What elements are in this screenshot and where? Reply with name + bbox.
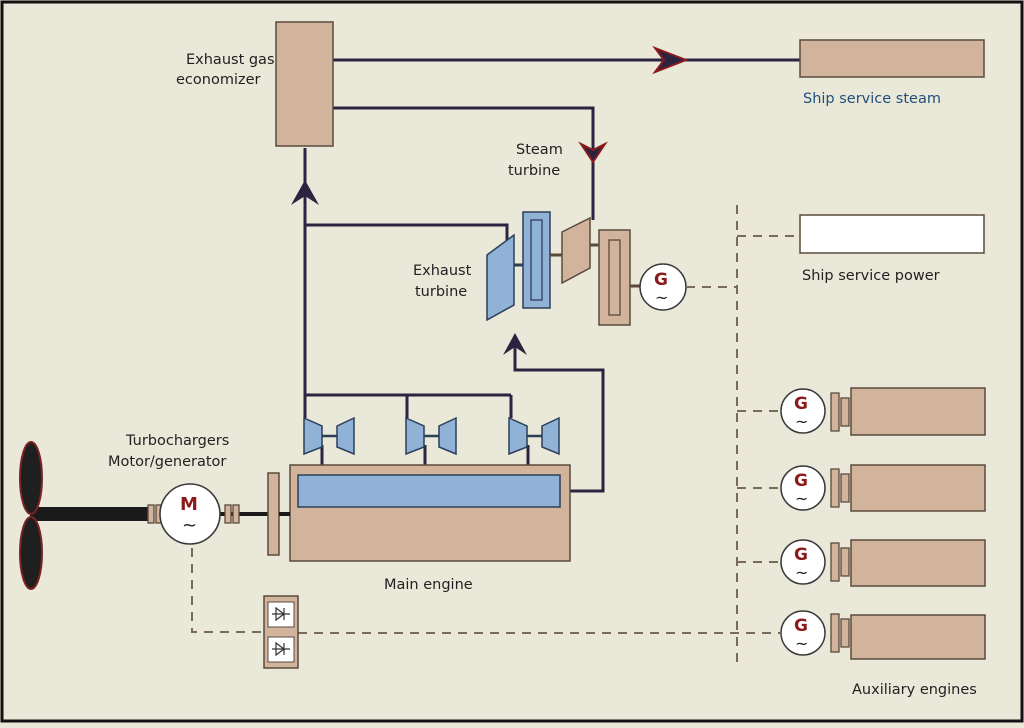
aux-coupling-1b [840, 397, 850, 427]
exhaust-turbine-label-1: Exhaust [413, 263, 472, 279]
exhaust-turbine-gearbox [522, 211, 551, 309]
aux-generator-2 [780, 465, 826, 511]
aux-generator-1 [780, 388, 826, 434]
aux-coupling-4 [830, 613, 840, 653]
aux-generator-3-symbol: G [794, 545, 808, 565]
exhaust-gas-economizer [275, 21, 334, 147]
motor-generator-label: Motor/generator [108, 454, 226, 470]
motor-tilde: ~ [182, 515, 197, 536]
auxiliary-engines-label: Auxiliary engines [852, 682, 977, 698]
arrow-up-icon [291, 180, 319, 205]
arrow-right-icon [652, 45, 689, 75]
shaft-motor-generator [159, 483, 221, 545]
aux-engine-4-body [850, 614, 986, 660]
turbocharger-2-compressor [438, 416, 457, 456]
auxiliary-engine-4: G ~ [780, 610, 986, 660]
aux-coupling-2b [840, 473, 850, 503]
aux-generator-2-tilde: ~ [795, 489, 808, 508]
steam-turbine [561, 216, 591, 285]
aux-generator-3-tilde: ~ [795, 563, 808, 582]
shaft-coupling-1 [147, 504, 155, 524]
turbocharger-2 [405, 416, 457, 456]
ship-service-steam-box [799, 39, 985, 78]
turbocharger-1-turbine [303, 416, 323, 456]
motor-to-converter-connection [191, 548, 264, 633]
turbochargers-label: Turbochargers [125, 433, 229, 449]
aux-coupling-3 [830, 542, 840, 582]
steam-turbine-gearbox [598, 229, 631, 326]
exhaust-branch-to-turbine [305, 223, 509, 262]
aux-engine-2-body [850, 464, 986, 512]
tan-gearbox-shaft [608, 239, 621, 316]
steam-turbine-label-1: Steam [516, 142, 563, 158]
frequency-converter [263, 595, 299, 669]
propeller-blade-bottom [19, 516, 43, 590]
motor-symbol: M [180, 494, 198, 515]
steam-pipe-to-turbine [333, 106, 595, 220]
aux-generator-4-symbol: G [794, 616, 808, 636]
propeller-icon [19, 441, 43, 590]
aux-coupling-1 [830, 392, 840, 432]
exhaust-turbine [486, 233, 515, 322]
shaft-coupling-4 [232, 504, 240, 524]
arrow-down-icon [578, 141, 608, 164]
turbocharger-3-turbine [508, 416, 528, 456]
turbocharger-3-compressor [541, 416, 560, 456]
gearbox-shaft [530, 219, 543, 301]
propeller-shaft [30, 507, 148, 521]
ship-service-steam-label: Ship service steam [803, 91, 941, 107]
aux-coupling-2 [830, 468, 840, 508]
ship-service-power-label: Ship service power [802, 268, 940, 284]
economizer-label-2: economizer [176, 72, 261, 88]
steam-turbine-label-2: turbine [508, 163, 560, 179]
aux-engine-1-body [850, 387, 986, 436]
aux-generator-1-tilde: ~ [795, 412, 808, 431]
scavenge-air-receiver [297, 474, 561, 508]
auxiliary-engine-2: G ~ [780, 464, 986, 512]
aux-coupling-4b [840, 618, 850, 648]
aux-generator-3 [780, 539, 826, 585]
auxiliary-engine-1: G ~ [780, 387, 986, 436]
exhaust-pipe-to-exhaust-turbine [513, 336, 605, 493]
turbocharger-2-turbine [405, 416, 425, 456]
aux-engine-3-body [850, 539, 986, 587]
turbine-generator-symbol: G [654, 270, 668, 290]
propeller-blade-top [19, 441, 43, 515]
aux-coupling-3b [840, 547, 850, 577]
turbocharger-3 [508, 416, 560, 456]
economizer-label-1: Exhaust gas [186, 52, 275, 68]
aux-generator-4 [780, 610, 826, 656]
ship-service-power-box [799, 214, 985, 254]
diode-icon [272, 606, 290, 622]
aux-generator-4-tilde: ~ [795, 634, 808, 653]
shaft-coupling-3 [224, 504, 232, 524]
turbocharger-1-compressor [336, 416, 355, 456]
main-engine-label: Main engine [384, 577, 473, 593]
turbine-generator-tilde: ~ [655, 288, 668, 307]
exhaust-turbine-label-2: turbine [415, 284, 467, 300]
diode-icon [272, 641, 290, 657]
aux-generator-2-symbol: G [794, 471, 808, 491]
turbocharger-1 [303, 416, 355, 456]
engine-flywheel [267, 472, 280, 556]
arrow-up-icon [503, 333, 527, 355]
aux-generator-1-symbol: G [794, 394, 808, 414]
auxiliary-engine-3: G ~ [780, 539, 986, 587]
